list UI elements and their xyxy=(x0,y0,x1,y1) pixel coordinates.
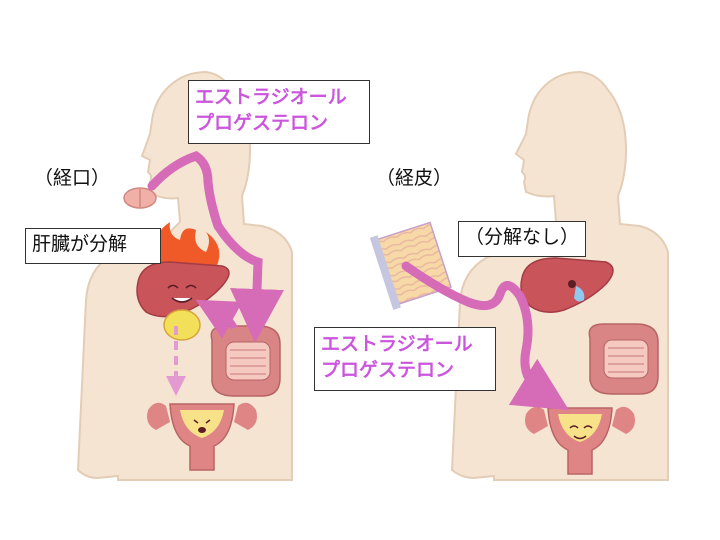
intestine-icon-right xyxy=(588,323,659,395)
oral-hormone-progesterone: プロゲステロン xyxy=(195,112,329,134)
oral-flow-arrow xyxy=(147,151,284,343)
oral-hormone-estradiol: エストラジオール xyxy=(195,86,347,108)
uterus-icon xyxy=(147,402,257,471)
transdermal-hormone-progesterone: プロゲステロン xyxy=(321,359,455,381)
transdermal-hormone-box: エストラジオール プロゲステロン xyxy=(314,327,496,391)
pill-icon xyxy=(123,187,157,209)
intestine-to-liver-arrow xyxy=(195,299,243,339)
oral-hormone-box: エストラジオール プロゲステロン xyxy=(188,80,370,144)
intestine-icon xyxy=(210,325,281,397)
transdermal-route-label: （経皮） xyxy=(376,167,453,189)
liver-breakdown-label: 肝臓が分解 xyxy=(25,228,161,264)
liver-icon xyxy=(136,261,230,341)
transdermal-hormone-estradiol: エストラジオール xyxy=(321,333,473,355)
oral-route-label: （経口） xyxy=(34,167,111,189)
no-breakdown-label: （分解なし） xyxy=(458,221,586,257)
liver-icon-right xyxy=(520,257,614,313)
transdermal-flow-arrow xyxy=(401,261,569,411)
